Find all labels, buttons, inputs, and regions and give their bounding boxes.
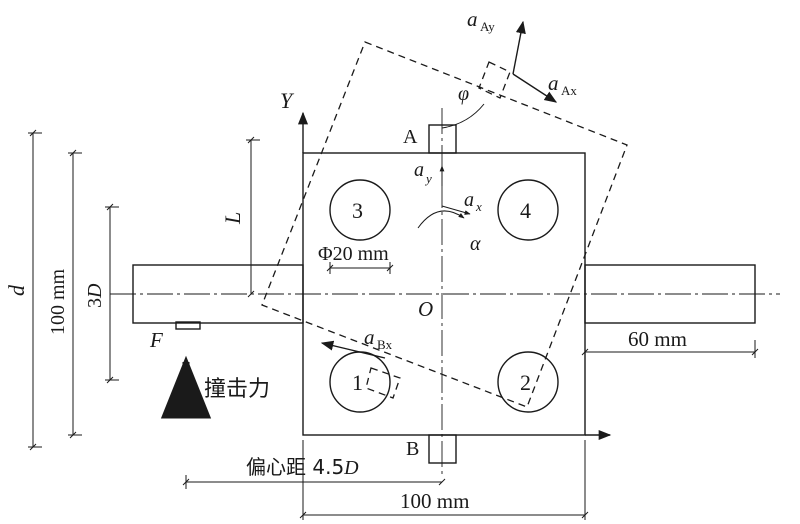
hole-3 [329,179,391,241]
dim-l-label: L [220,212,245,225]
accel-ax-label: a [548,71,559,95]
accel-ay-label: a [467,7,478,31]
accel-ay-sub: Ay [480,19,495,34]
hole-2-label: 2 [520,370,531,395]
hole-4 [497,179,559,241]
dim-ecc-label: 偏心距 4.5D [246,455,359,479]
impact-force-label: 撞击力 [204,377,270,402]
origin-label: O [418,297,433,321]
rotated-hole-outline [365,367,401,399]
y-axis-label: Y [280,88,295,113]
accel-bx-arrow [320,340,386,359]
point-a-label: A [403,126,418,148]
accel-x-label: a [464,189,474,211]
hole-3-label: 3 [352,198,363,223]
accel-y-sub: y [424,171,432,186]
hole-4-label: 4 [520,198,531,223]
accel-x-arrow [441,205,471,215]
accel-ax-arrow [512,73,558,103]
alpha-arc-arrow [417,210,465,229]
alpha-label: α [470,233,481,255]
accel-bx-label: a [364,325,375,349]
accel-bx-sub: Bx [377,337,393,352]
phi-label: φ [458,83,469,105]
hole-2 [497,351,559,413]
impact-pad [175,321,201,330]
force-point-label: F [149,328,163,352]
pin-a [428,124,457,154]
dim-3d-label: 3D [84,283,106,308]
point-b-label: B [406,438,419,460]
accel-ax-sub: Ax [561,83,577,98]
accel-ay-arrow [512,20,526,75]
dim-shaft-len-label: 60 mm [628,327,687,351]
rotated-plate-outline [261,41,628,408]
dim-d-label: d [4,284,29,296]
dim-hole-dia-label: Φ20 mm [318,243,389,265]
accel-x-sub: x [475,199,482,214]
accel-y-label: a [414,159,424,181]
hole-1-label: 1 [352,370,363,395]
dim-height-label: 100 mm [47,268,69,335]
dim-width-label: 100 mm [400,489,469,513]
pin-b [428,434,457,464]
rotated-pin-outline [478,61,511,99]
phi-arc [441,103,485,129]
